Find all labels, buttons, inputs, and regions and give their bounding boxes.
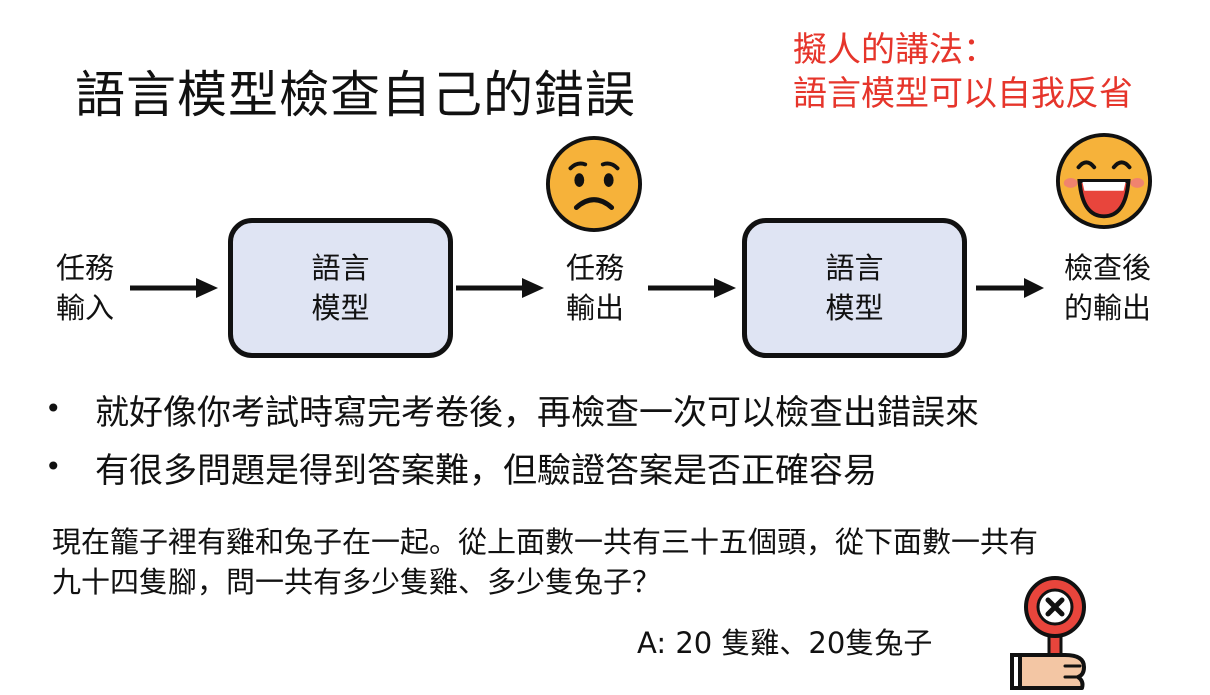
bullet-1: 就好像你考試時寫完考卷後，再檢查一次可以檢查出錯誤來: [95, 393, 979, 433]
anthropomorphic-note: 擬人的講法： 語言模型可以自我反省: [793, 28, 1133, 116]
page-title: 語言模型檢查自己的錯誤: [75, 66, 636, 124]
happy-face-icon: [1055, 132, 1153, 230]
arrow-3: [648, 278, 736, 298]
language-model-box-2: 語言 模型: [742, 218, 967, 358]
checked-output-label: 檢查後 的輸出: [1063, 251, 1151, 325]
model2-line-1: 語言: [825, 251, 884, 285]
model1-line-1: 語言: [311, 251, 370, 285]
bullet-marker-1: •: [45, 392, 62, 425]
bullet-marker-2: •: [45, 450, 62, 483]
problem-line-1: 現在籠子裡有雞和兔子在一起。從上面數一共有三十五個頭，從下面數一共有: [52, 525, 1039, 559]
problem-line-2: 九十四隻腳，問一共有多少隻雞、多少隻兔子？: [52, 565, 662, 599]
bullet-2: 有很多問題是得到答案難，但驗證答案是否正確容易: [95, 451, 877, 491]
arrow-4: [976, 278, 1044, 298]
problem-statement: 現在籠子裡有雞和兔子在一起。從上面數一共有三十五個頭，從下面數一共有 九十四隻腳…: [52, 522, 1038, 602]
note-line-1: 擬人的講法：: [793, 30, 997, 70]
arrow-1: [130, 278, 218, 298]
sad-face-icon: [545, 135, 643, 233]
answer-text: A: 20 隻雞、20隻兔子: [637, 626, 933, 660]
language-model-box-1: 語言 模型: [228, 218, 453, 358]
arrow-2: [456, 278, 544, 298]
model1-line-2: 模型: [311, 291, 370, 325]
wrong-sign-icon: [1010, 576, 1086, 690]
model2-line-2: 模型: [825, 291, 884, 325]
note-line-2: 語言模型可以自我反省: [793, 74, 1133, 114]
task-input-label: 任務 輸入: [55, 251, 114, 325]
task-output-label: 任務 輸出: [565, 251, 624, 325]
